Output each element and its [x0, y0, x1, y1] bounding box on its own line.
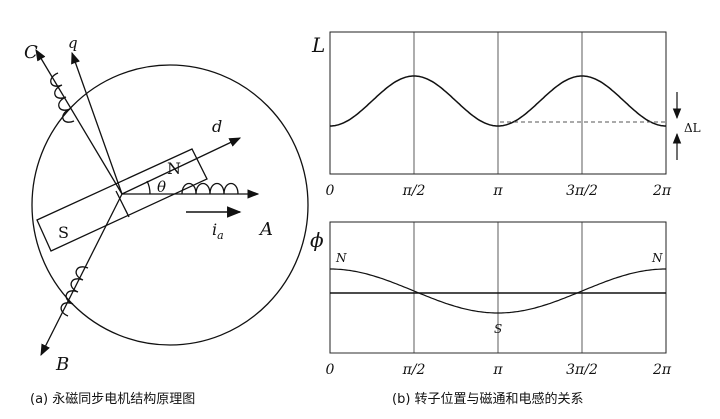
label-axis-q: q [68, 34, 78, 52]
d-axis-arrow [121, 137, 242, 195]
b-axis-arrow [40, 193, 123, 357]
stator-circle [31, 64, 309, 346]
flux-tick-3: 3π/2 [566, 362, 598, 378]
q-axis-arrow [71, 51, 123, 195]
ind-tick-0: 0 [326, 183, 335, 199]
inductance-plot: ΔL L 0 π/2 π 3π/2 2π [311, 31, 701, 199]
motor-labels: C q d A B N S θ ia [24, 34, 273, 375]
inductance-xticks: 0 π/2 π 3π/2 2π [326, 183, 672, 199]
flux-tick-4: 2π [652, 362, 672, 378]
label-current: ia [212, 220, 224, 242]
label-pole-s: S [58, 223, 69, 242]
flux-tick-1: π/2 [402, 362, 426, 378]
rotor-midline [115, 190, 130, 218]
label-axis-d: d [212, 117, 222, 136]
flux-curve [330, 268, 666, 314]
ind-tick-4: 2π [652, 183, 672, 199]
theta-arc [146, 180, 151, 195]
inductance-ylabel: L [311, 33, 325, 57]
label-pole-n: N [167, 159, 181, 178]
ind-tick-3: 3π/2 [566, 183, 598, 199]
label-theta: θ [157, 178, 166, 196]
flux-label-n-right: N [651, 251, 663, 265]
flux-tick-0: 0 [326, 362, 335, 378]
flux-plot: ϕ N N S 0 π/2 π 3π/2 2π [310, 221, 672, 378]
caption-left: (a) 永磁同步电机结构原理图 [30, 392, 195, 407]
flux-tick-2: π [492, 362, 503, 378]
coil-b [60, 266, 89, 317]
c-axis-arrow [35, 48, 123, 195]
motor-diagram [31, 48, 309, 357]
delta-l-label: ΔL [684, 121, 701, 135]
caption-right: (b) 转子位置与磁通和电感的关系 [392, 391, 584, 407]
label-axis-b: B [55, 354, 69, 375]
flux-ylabel: ϕ [310, 228, 324, 252]
ind-tick-2: π [492, 183, 503, 199]
ind-tick-1: π/2 [402, 183, 426, 199]
coil-a [181, 182, 239, 195]
flux-gridlines [330, 222, 666, 354]
flux-label-n-left: N [335, 251, 347, 265]
label-axis-a: A [258, 219, 273, 240]
inductance-curve [330, 75, 666, 127]
flux-xticks: 0 π/2 π 3π/2 2π [326, 362, 672, 378]
flux-label-s: S [494, 322, 502, 336]
inductance-gridlines [413, 32, 583, 174]
coil-c [50, 72, 75, 123]
label-axis-c: C [24, 42, 38, 63]
